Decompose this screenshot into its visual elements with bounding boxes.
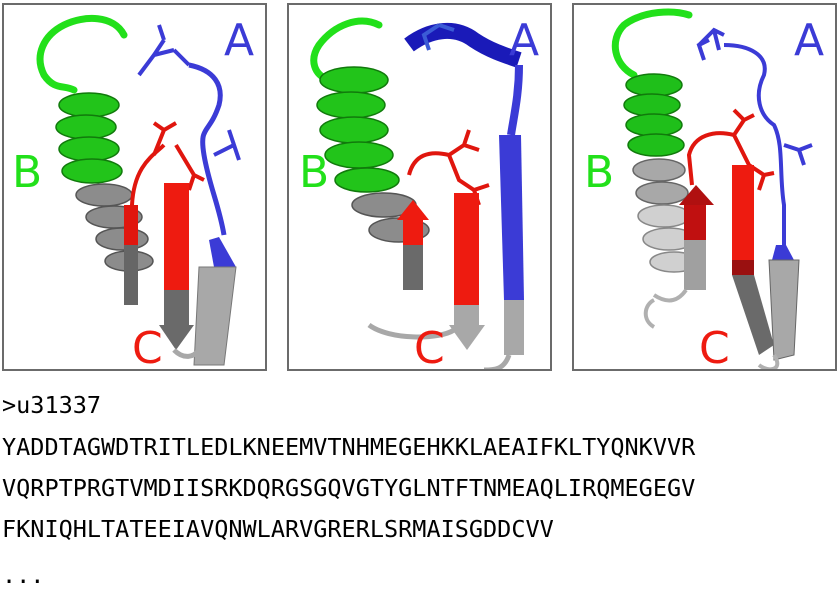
sequence-header: >u31337 [2,391,102,419]
structure-panel-1: A B C [2,3,267,371]
structure-panel-3: A B C [572,3,837,371]
label-a: A [224,15,255,66]
label-c: C [414,323,445,374]
label-b: B [12,147,43,198]
sequence-line-3: FKNIQHLTATEEIAVQNWLARVGRERLSRMAISGDDCVV [2,515,554,543]
protein-ribbon-1 [36,14,241,366]
label-b: B [584,147,615,198]
sequence-line-2: VQRPTPRGTVMDIISRKDQRGSGQVGTYGLNTFTNMEAQL… [2,474,696,502]
sequence-line-1: YADDTAGWDTRITLEDLKNEEMVTNHMEGEHKKLAEAIFK… [2,433,696,461]
label-a: A [509,15,540,66]
label-a: A [794,15,825,66]
label-b: B [299,147,330,198]
sequence-ellipsis: ... [2,561,45,589]
protein-ribbon-2 [310,17,524,369]
protein-ribbon-3 [611,8,813,369]
label-c: C [699,323,730,374]
label-c: C [132,323,163,374]
structure-panel-2: A B C [287,3,552,371]
